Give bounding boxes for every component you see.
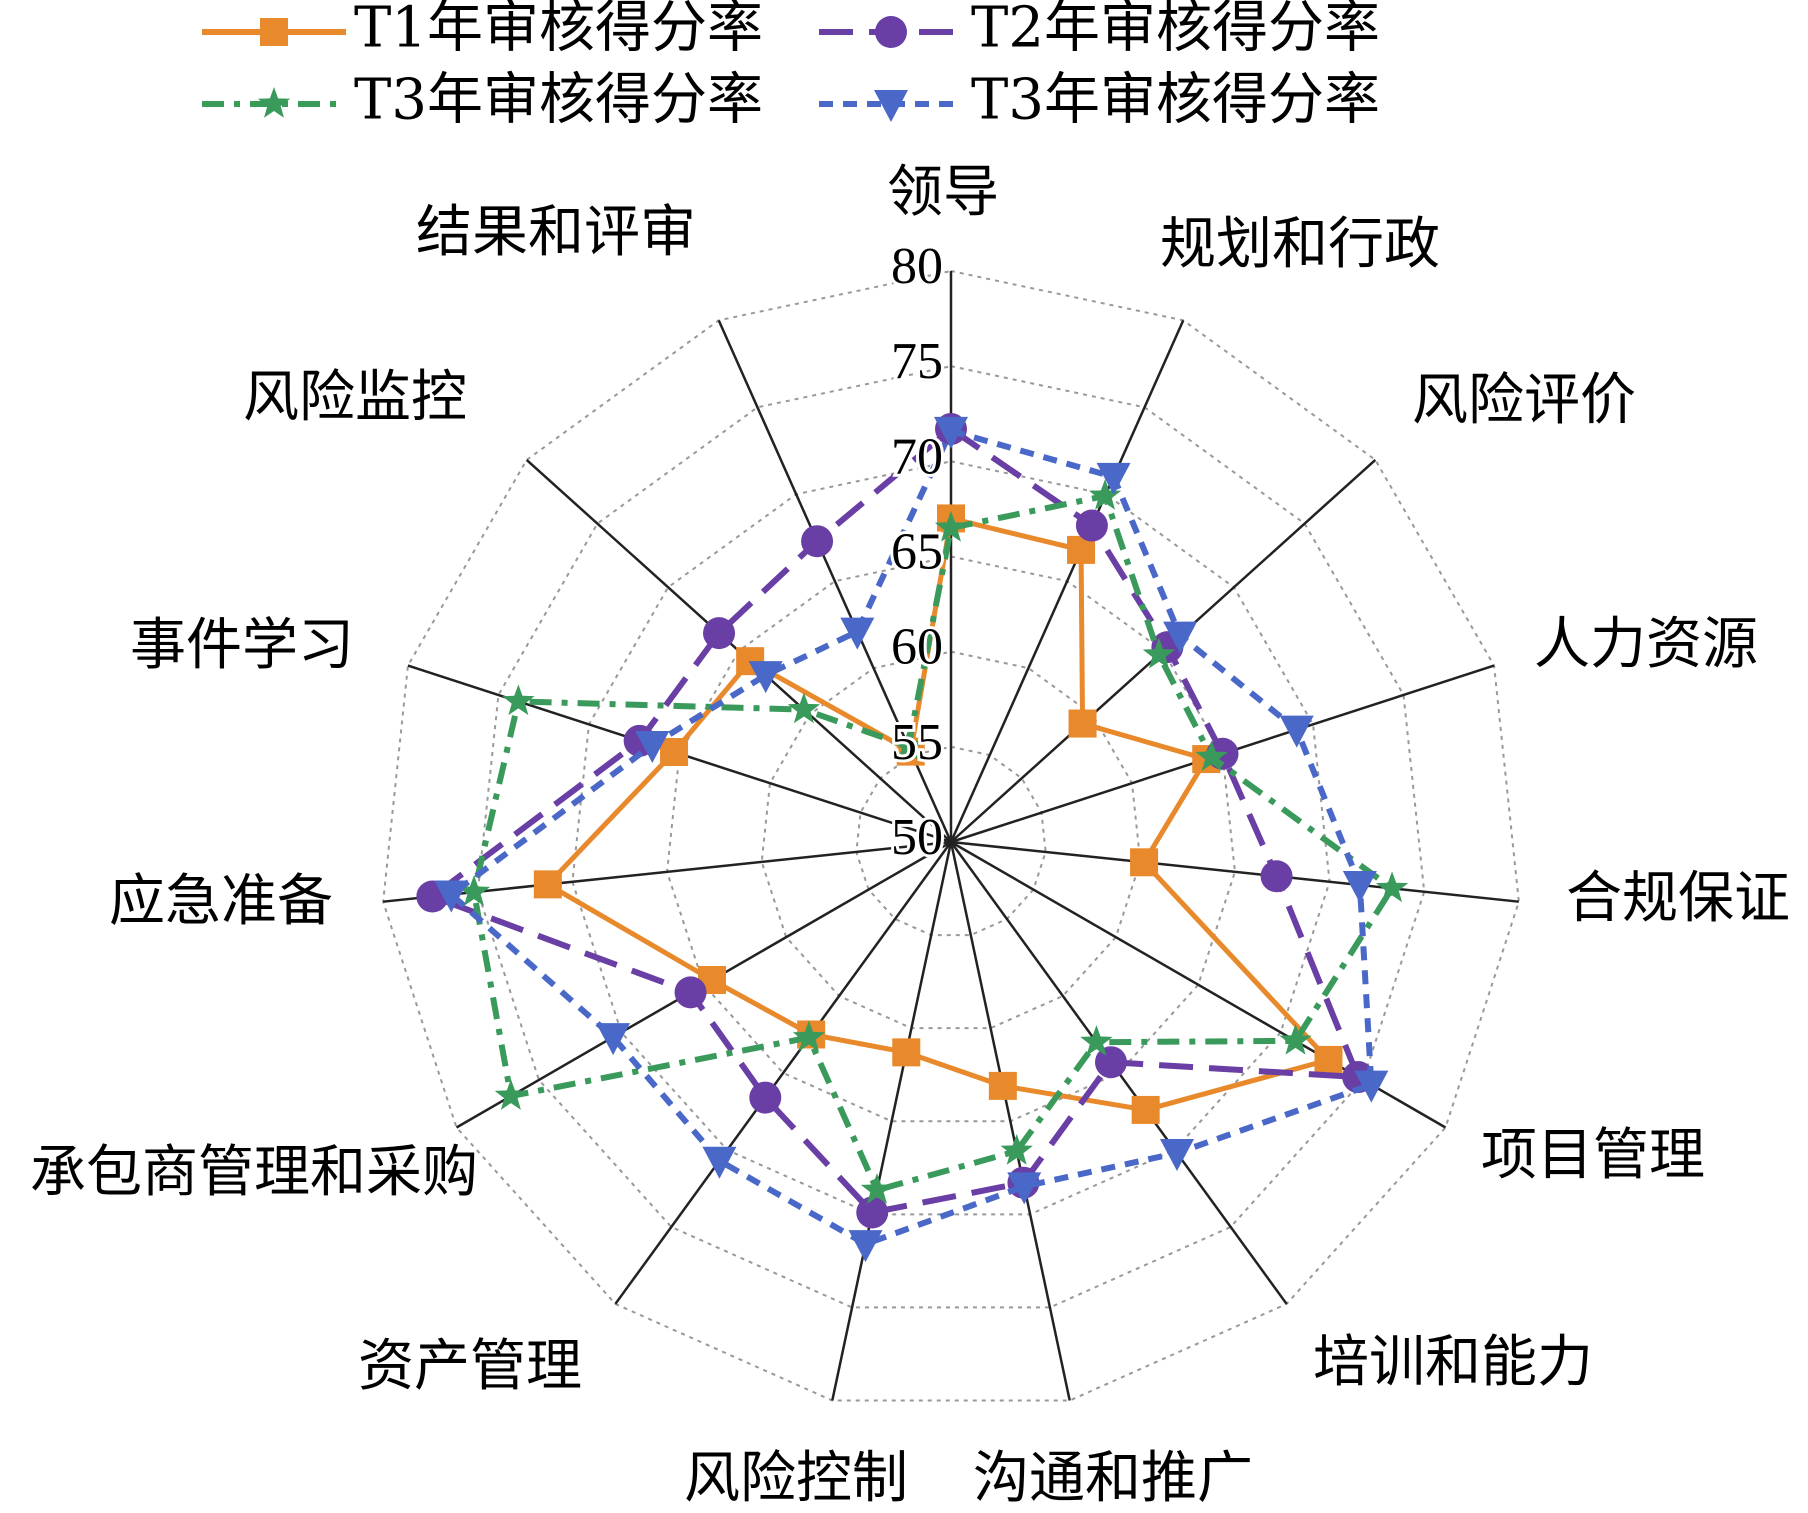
star-marker [1195, 740, 1228, 772]
triangle-marker [1096, 462, 1131, 495]
triangle-marker [635, 730, 670, 763]
category-label: 承包商管理和采购 [30, 1140, 478, 1205]
legend: T1年审核得分率 T2年审核得分率 T3年审核得分率 T3年审核得分率 [202, 0, 1380, 133]
star-marker [1279, 1023, 1312, 1055]
square-marker [533, 870, 562, 899]
category-label: 培训和能力 [1313, 1330, 1593, 1395]
tick-label: 80 [891, 238, 943, 295]
category-label: 风险控制 [684, 1446, 908, 1511]
square-marker [1130, 848, 1159, 877]
triangle-marker [1163, 621, 1198, 654]
category-label: 合规保证 [1566, 866, 1790, 931]
tick-label: 65 [891, 523, 943, 580]
triangle-marker [848, 1230, 883, 1263]
star-marker [502, 684, 535, 716]
square-marker [988, 1071, 1017, 1100]
category-label: 沟通和推广 [973, 1446, 1253, 1511]
star-marker [934, 510, 968, 542]
star-marker [257, 87, 291, 118]
legend-label: T2年审核得分率 [971, 0, 1380, 61]
category-label: 领导 [887, 160, 999, 225]
circle-marker [674, 976, 707, 1009]
square-marker [892, 1038, 921, 1067]
square-marker [260, 18, 288, 46]
axis-line-7 [949, 841, 1071, 1401]
circle-marker [801, 525, 834, 558]
star-marker [1088, 478, 1122, 510]
series-4 [434, 416, 1389, 1263]
triangle-marker [840, 617, 875, 650]
square-marker [1068, 709, 1097, 738]
category-label: 资产管理 [358, 1334, 582, 1399]
legend-label: T1年审核得分率 [354, 0, 763, 61]
category-label: 事件学习 [130, 613, 354, 678]
axis-line-4 [950, 840, 1520, 903]
tick-label: 70 [891, 428, 943, 485]
star-marker [494, 1079, 528, 1110]
triangle-marker [596, 1023, 631, 1056]
star-marker [1000, 1134, 1033, 1165]
circle-marker [1075, 509, 1108, 542]
category-label: 风险监控 [243, 365, 467, 430]
star-marker [792, 1020, 826, 1052]
star-marker [892, 729, 925, 761]
tick-label: 50 [891, 809, 943, 866]
triangle-marker [934, 416, 968, 449]
series-line [470, 492, 1397, 1194]
axis-line-8 [831, 841, 953, 1401]
square-marker [1314, 1045, 1343, 1074]
triangle-marker [702, 1146, 737, 1179]
triangle-marker [1354, 1070, 1389, 1103]
triangle-marker [1279, 715, 1314, 748]
triangle-marker [1007, 1172, 1042, 1205]
star-marker [1375, 871, 1409, 903]
series-line [446, 427, 1375, 1248]
series-line [426, 425, 1363, 1216]
tick-label: 75 [891, 333, 943, 390]
axis-line-1 [949, 319, 1185, 843]
circle-marker [856, 1196, 889, 1229]
series-3 [457, 478, 1409, 1204]
star-marker [1080, 1025, 1113, 1056]
tick-label: 55 [891, 714, 943, 771]
axis-line-9 [614, 841, 953, 1305]
category-label: 应急准备 [109, 869, 333, 934]
triangle-marker [1159, 1139, 1194, 1172]
circle-marker [1094, 1046, 1127, 1079]
star-marker [860, 1173, 894, 1204]
triangle-marker [434, 880, 469, 913]
triangle-marker [1342, 870, 1377, 903]
category-label: 人力资源 [1534, 612, 1758, 677]
category-label: 风险评价 [1412, 368, 1636, 433]
circle-marker [1260, 860, 1293, 893]
triangle-marker [874, 90, 908, 122]
star-marker [457, 875, 491, 906]
circle-marker [703, 617, 736, 650]
category-label: 结果和评审 [416, 200, 696, 265]
star-marker [787, 692, 821, 724]
square-marker [1131, 1095, 1160, 1124]
category-label: 规划和行政 [1160, 212, 1440, 277]
legend-label: T3年审核得分率 [971, 68, 1380, 133]
legend-label: T3年审核得分率 [354, 68, 763, 133]
square-marker [660, 738, 689, 767]
category-label: 项目管理 [1481, 1123, 1705, 1188]
circle-marker [749, 1081, 782, 1114]
star-marker [1142, 637, 1176, 669]
circle-marker [875, 16, 907, 48]
tick-label: 60 [891, 619, 943, 676]
triangle-marker [748, 661, 783, 694]
